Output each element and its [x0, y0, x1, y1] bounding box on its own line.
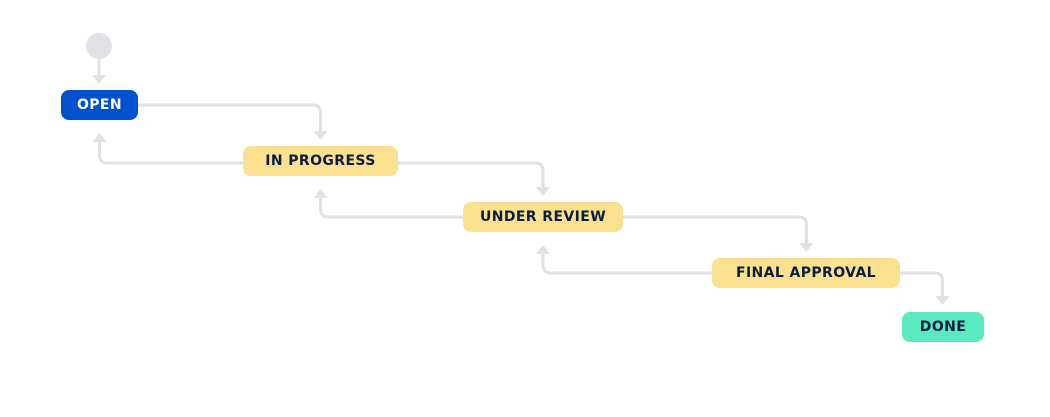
status-label-under-review: UNDER REVIEW [479, 209, 607, 225]
transition-open-to-in-progress [138, 103, 328, 140]
status-label-open: OPEN [76, 97, 123, 113]
transition-start-to-open [92, 59, 106, 84]
transition-in-progress-to-open [92, 133, 243, 165]
status-node-final-approval[interactable]: FINAL APPROVAL [712, 258, 900, 288]
status-node-open[interactable]: OPEN [61, 90, 138, 120]
start-node [86, 33, 112, 59]
status-label-final-approval: FINAL APPROVAL [735, 265, 877, 281]
transition-under-review-to-final-approval [623, 215, 814, 252]
status-node-done[interactable]: DONE [902, 312, 984, 342]
transition-in-progress-to-under-review [398, 161, 550, 196]
status-label-done: DONE [919, 319, 967, 335]
status-node-under-review[interactable]: UNDER REVIEW [463, 202, 623, 232]
status-label-in-progress: IN PROGRESS [265, 153, 376, 169]
transition-final-approval-to-under-review [536, 245, 712, 275]
status-node-in-progress[interactable]: IN PROGRESS [243, 146, 398, 176]
transition-under-review-to-in-progress [313, 189, 463, 219]
transition-final-approval-to-done [900, 271, 950, 305]
